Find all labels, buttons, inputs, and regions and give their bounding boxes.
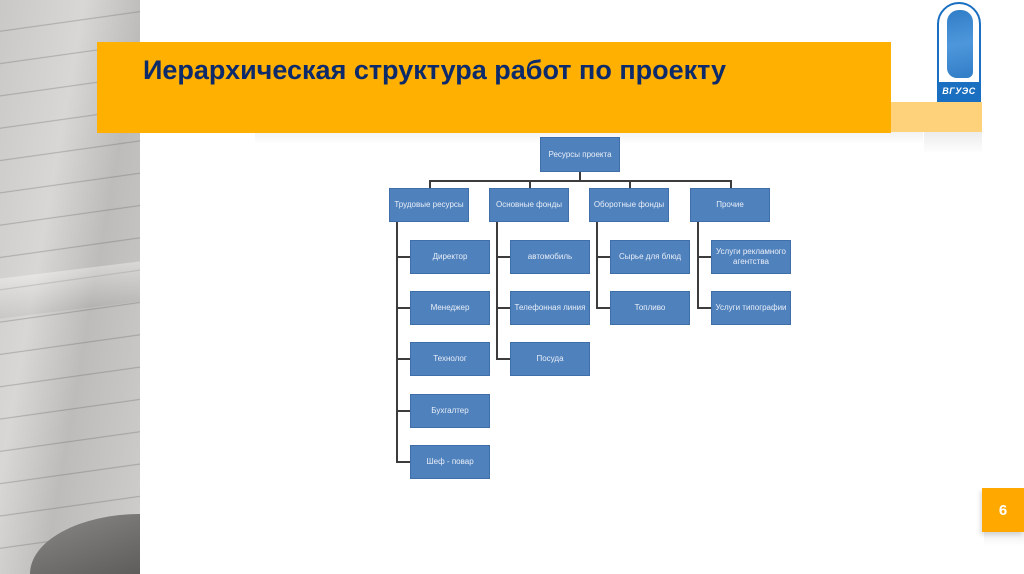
connector [697,256,711,258]
connector [596,307,610,309]
title-bar-extension [888,102,982,132]
connector [396,256,410,258]
node-advertising-services: Услуги рекламного агентства [711,240,791,274]
connector [396,307,410,309]
logo-label: ВГУЭС [939,82,979,100]
connector [396,222,398,463]
connector [429,180,732,182]
connector [579,172,581,181]
connector [429,180,431,188]
connector [496,256,510,258]
connector [396,461,410,463]
node-director: Директор [410,240,490,274]
node-root: Ресурсы проекта [540,137,620,172]
connector [596,222,598,309]
slide-title: Иерархическая структура работ по проекту [143,55,727,85]
connector [629,180,631,188]
node-category-working-capital: Оборотные фонды [589,188,669,222]
node-phone-line: Телефонная линия [510,291,590,325]
node-technologist: Технолог [410,342,490,376]
connector [396,410,410,412]
node-dishes: Посуда [510,342,590,376]
connector [529,180,531,188]
connector [697,222,699,309]
page-number-badge: 6 [982,488,1024,532]
node-accountant: Бухгалтер [410,394,490,428]
node-fuel: Топливо [610,291,690,325]
node-manager: Менеджер [410,291,490,325]
connector [697,307,711,309]
node-car: автомобиль [510,240,590,274]
connector [496,222,498,360]
title-extension-shadow [924,132,982,154]
node-printing-services: Услуги типографии [711,291,791,325]
university-logo: ВГУЭС [937,2,981,102]
node-raw-materials: Сырье для блюд [610,240,690,274]
connector [396,358,410,360]
node-category-other: Прочие [690,188,770,222]
connector [496,358,510,360]
statue-icon [947,10,973,78]
connector [596,256,610,258]
page-number-shadow [984,532,1024,546]
node-category-labor: Трудовые ресурсы [389,188,469,222]
title-bar: Иерархическая структура работ по проекту [97,42,891,133]
connector [730,180,732,188]
connector [496,307,510,309]
node-chef: Шеф - повар [410,445,490,479]
node-category-fixed-assets: Основные фонды [489,188,569,222]
